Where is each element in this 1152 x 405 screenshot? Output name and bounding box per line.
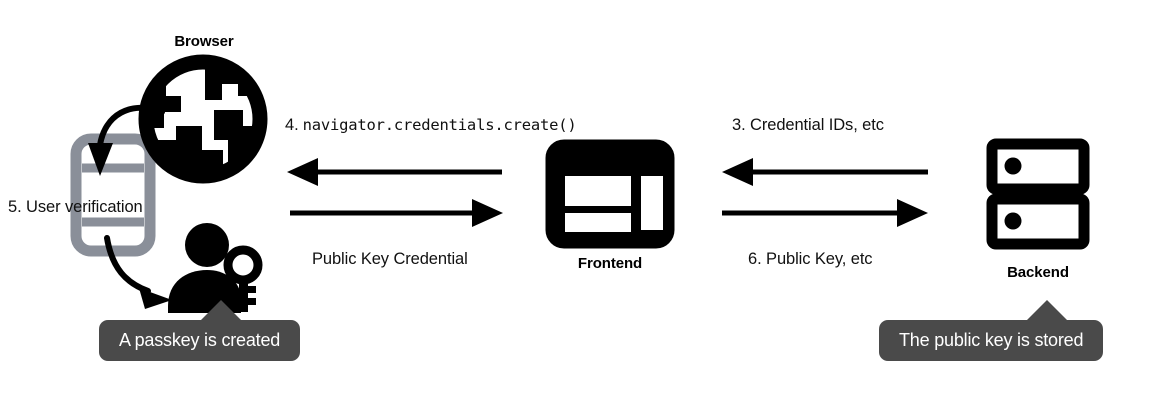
callout-tail-icon: [1025, 300, 1069, 322]
flow-label-step-3: 3. Credential IDs, etc: [732, 116, 884, 134]
arrow-browser-to-frontend: [290, 199, 503, 227]
browser-window-icon: [545, 139, 675, 249]
globe-icon: [138, 54, 268, 184]
node-label-browser: Browser: [174, 33, 234, 50]
flow-label-step-6: 6. Public Key, etc: [748, 250, 873, 268]
node-label-frontend: Frontend: [577, 255, 643, 272]
flow-label-step-4-code: navigator.credentials.create(): [302, 116, 577, 134]
arrow-frontend-to-browser: [287, 158, 502, 186]
curved-arrow-device-to-user: [104, 235, 172, 309]
callout-passkey-created: A passkey is created: [99, 300, 301, 361]
callout-public-key-stored-text: The public key is stored: [879, 320, 1104, 361]
annotation-user-verification: 5. User verification: [8, 198, 143, 216]
callout-passkey-created-text: A passkey is created: [99, 320, 301, 361]
smartphone-icon: [70, 133, 156, 257]
flow-label-step-4: 4.navigator.credentials.create(): [285, 116, 577, 135]
arrow-frontend-to-backend: [722, 199, 928, 227]
flow-label-public-key-credential: Public Key Credential: [312, 250, 468, 268]
flow-label-step-4-prefix: 4.: [285, 116, 299, 134]
curved-arrow-browser-to-device: [88, 104, 165, 176]
callout-public-key-stored: The public key is stored: [879, 300, 1104, 361]
server-stack-icon: [986, 138, 1090, 250]
callout-tail-icon: [199, 300, 243, 322]
node-label-backend: Backend: [1007, 264, 1069, 281]
arrow-backend-to-frontend: [722, 158, 928, 186]
